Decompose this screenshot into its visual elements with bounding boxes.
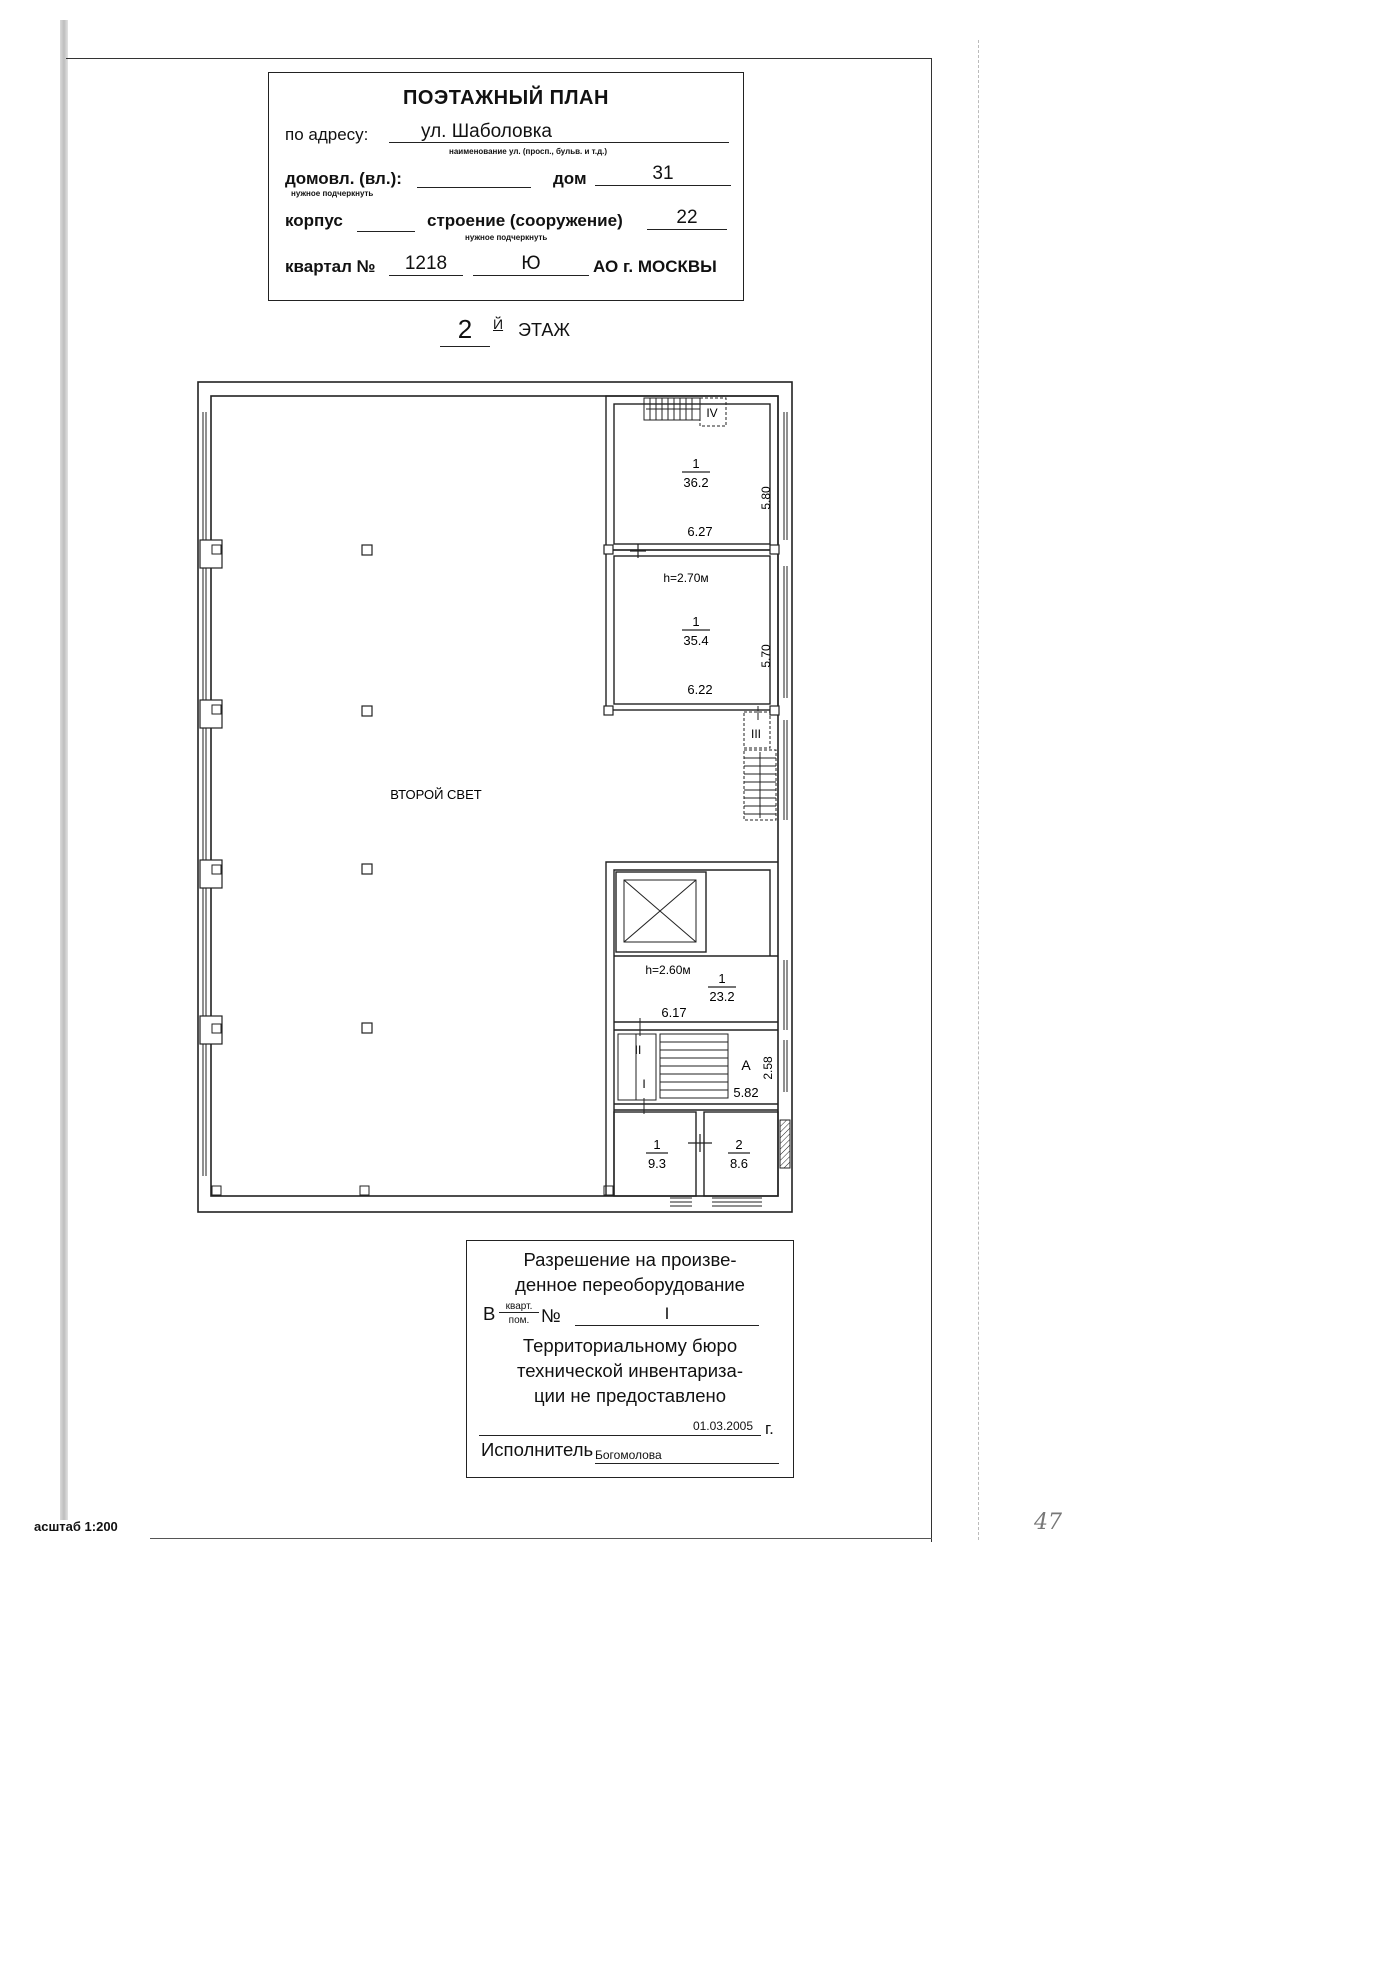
outer-walls — [197, 381, 793, 1213]
permission-num-label: № — [541, 1305, 561, 1326]
district-value: Ю — [473, 253, 589, 276]
stroenie-label: строение (сооружение) — [427, 211, 623, 230]
kvartal-label: квартал № — [285, 257, 376, 276]
stair-iii — [743, 706, 777, 821]
small-room-door — [688, 1134, 712, 1152]
room-2-width: 6.22 — [687, 682, 712, 697]
street-value: ул. Шаболовка — [389, 121, 729, 143]
permission-line-2: денное переоборудование — [515, 1274, 745, 1295]
stroenie-value: 22 — [647, 207, 727, 230]
permission-line-6: ции не предоставлено — [533, 1385, 727, 1406]
columns — [361, 544, 373, 1034]
stair-a-width: 5.82 — [733, 1085, 758, 1100]
room-1-length: 5.80 — [759, 486, 773, 510]
room-2-area: 35.4 — [683, 633, 708, 648]
street-hint: наименование ул. (просп., бульв. и т.д.) — [449, 147, 608, 156]
big-hall-label: ВТОРОЙ СВЕТ — [390, 787, 481, 802]
permission-line-4: Территориальному бюро — [522, 1335, 738, 1356]
room-2-num: 1 — [692, 614, 699, 629]
door-marks — [603, 544, 780, 716]
korpus-label: корпус — [285, 211, 343, 230]
lower-core-walls — [605, 861, 778, 1196]
room-2-length: 5.70 — [759, 644, 773, 668]
domovl-value — [417, 165, 531, 188]
floor-number: 2 — [440, 312, 490, 347]
kvartal-value: 1218 — [389, 253, 463, 276]
title-block: ПОЭТАЖНЫЙ ПЛАН по адресу: ул. Шаболовка … — [268, 72, 744, 301]
stroenie-hint: нужное подчеркнуть — [465, 233, 548, 242]
room-3-height: h=2.60м — [645, 963, 690, 977]
left-windows — [202, 412, 207, 1176]
domovl-hint: нужное подчеркнуть — [291, 189, 374, 198]
sheet-number: 47 — [1034, 1510, 1062, 1535]
room-4-num: 1 — [653, 1137, 660, 1152]
title-heading: ПОЭТАЖНЫЙ ПЛАН — [403, 87, 609, 109]
room-1-width: 6.27 — [687, 524, 712, 539]
scale-label: асштаб 1:200 — [34, 1519, 118, 1534]
pier-markers — [211, 544, 614, 1196]
executor-name: Богомолова — [595, 1447, 779, 1464]
room-35-4-walls — [605, 549, 779, 711]
right-windows — [783, 412, 788, 1092]
dom-value: 31 — [595, 163, 731, 186]
permission-date: 01.03.2005 — [479, 1417, 761, 1436]
stair-iii-label: III — [751, 727, 761, 741]
entrance-steps — [670, 1197, 762, 1207]
city-label: АО г. МОСКВЫ — [593, 257, 717, 276]
permission-line-1: Разрешение на произве- — [523, 1249, 737, 1270]
korpus-value — [357, 209, 415, 232]
permission-num-value: I — [575, 1303, 759, 1326]
hatched-wall-section — [779, 1119, 791, 1169]
floor-label: ЭТАЖ — [518, 320, 570, 340]
floor-suffix: Й — [493, 316, 504, 332]
sheet-frame-bottom — [150, 1538, 932, 1539]
permission-date-suffix: г. — [765, 1419, 774, 1438]
floor-plan-drawing: ВТОРОЙ СВЕТ IV 1 36.2 6.27 5.80 h=2.70м … — [197, 381, 793, 1213]
room-1-area: 36.2 — [683, 475, 708, 490]
scan-edge-shadow — [60, 20, 68, 1520]
stair-ii-label: II — [635, 1043, 642, 1057]
permission-block: Разрешение на произве- денное переоборуд… — [466, 1240, 794, 1478]
permission-line-5: технической инвентаризa- — [517, 1360, 743, 1381]
permission-kind-bottom: пом. — [508, 1315, 530, 1326]
room-5-num: 2 — [735, 1137, 742, 1152]
stair-a-label: А — [741, 1057, 751, 1073]
address-label: по адресу: — [285, 125, 369, 144]
room-5-area: 8.6 — [730, 1156, 748, 1171]
sheet-fold-line — [978, 40, 979, 1540]
room-3-area: 23.2 — [709, 989, 734, 1004]
area-fraction-bars — [646, 471, 750, 1154]
domovl-label: домовл. (вл.): — [285, 169, 402, 188]
stair-a-length: 2.58 — [761, 1056, 775, 1080]
stair-i-label: I — [642, 1077, 645, 1091]
stair-a — [617, 1018, 729, 1114]
stair-iv — [643, 397, 727, 427]
elevator-shaft — [615, 871, 707, 953]
stair-iv-label: IV — [706, 406, 717, 420]
sheet-frame-top — [66, 58, 932, 59]
permission-prefix: В — [483, 1303, 496, 1324]
room-2-height: h=2.70м — [663, 571, 708, 585]
room-4-area: 9.3 — [648, 1156, 666, 1171]
executor-label: Исполнитель — [481, 1439, 594, 1460]
permission-kind-top: кварт. — [499, 1301, 539, 1313]
dom-label: дом — [553, 169, 587, 188]
room-3-width: 6.17 — [661, 1005, 686, 1020]
room-1-num: 1 — [692, 456, 699, 471]
room-3-num: 1 — [718, 971, 725, 986]
small-rooms-walls — [613, 1111, 779, 1197]
sheet-frame-right — [931, 58, 932, 1542]
